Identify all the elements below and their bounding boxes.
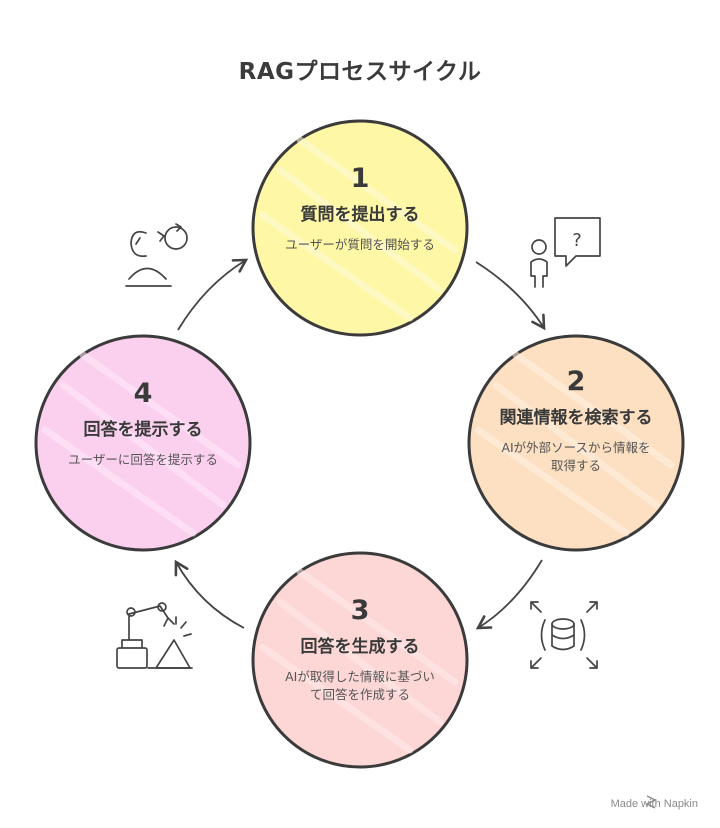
user-question-icon: ?	[530, 217, 601, 288]
napkin-credit[interactable]: Made with Napkin	[610, 798, 698, 810]
step-3: 3 回答を生成する AIが取得した情報に基づいて回答を作成する	[265, 595, 455, 704]
step-1: 1 質問を提出する ユーザーが質問を開始する	[265, 163, 455, 254]
step-1-heading: 質問を提出する	[300, 205, 420, 225]
step-4-description: ユーザーに回答を提示する	[68, 452, 218, 467]
step-3-circle	[251, 551, 469, 769]
step-4-heading: 回答を提示する	[83, 420, 203, 440]
step-2-heading: 関連情報を検索する	[499, 408, 653, 428]
step-1-description: ユーザーが質問を開始する	[285, 237, 435, 252]
step-3-description: AIが取得した情報に基づいて回答を作成する	[285, 669, 435, 702]
step-2: 2 関連情報を検索する AIが外部ソースから情報を取得する	[482, 366, 670, 475]
step-1-circle	[251, 119, 469, 337]
database-search-icon	[530, 601, 598, 669]
user-refresh-icon	[125, 223, 188, 287]
step-3-number: 3	[350, 595, 370, 626]
diagram-title: RAGプロセスサイクル	[238, 59, 482, 85]
svg-text:?: ?	[572, 230, 582, 251]
step-4: 4 回答を提示する ユーザーに回答を提示する	[48, 378, 238, 469]
step-2-description: AIが外部ソースから情報を取得する	[501, 440, 651, 473]
step-2-circle	[467, 334, 685, 552]
arrow-1-to-2	[475, 261, 546, 331]
step-2-number: 2	[566, 366, 586, 397]
napkin-logo-icon	[645, 795, 657, 809]
arrow-2-to-3	[475, 559, 543, 630]
robot-arm-icon	[116, 602, 193, 669]
step-4-number: 4	[133, 378, 153, 409]
arrow-3-to-4	[174, 559, 245, 629]
step-3-heading: 回答を生成する	[300, 637, 420, 657]
arrow-4-to-1	[177, 258, 249, 331]
step-4-circle	[34, 334, 252, 552]
step-1-number: 1	[350, 163, 370, 194]
